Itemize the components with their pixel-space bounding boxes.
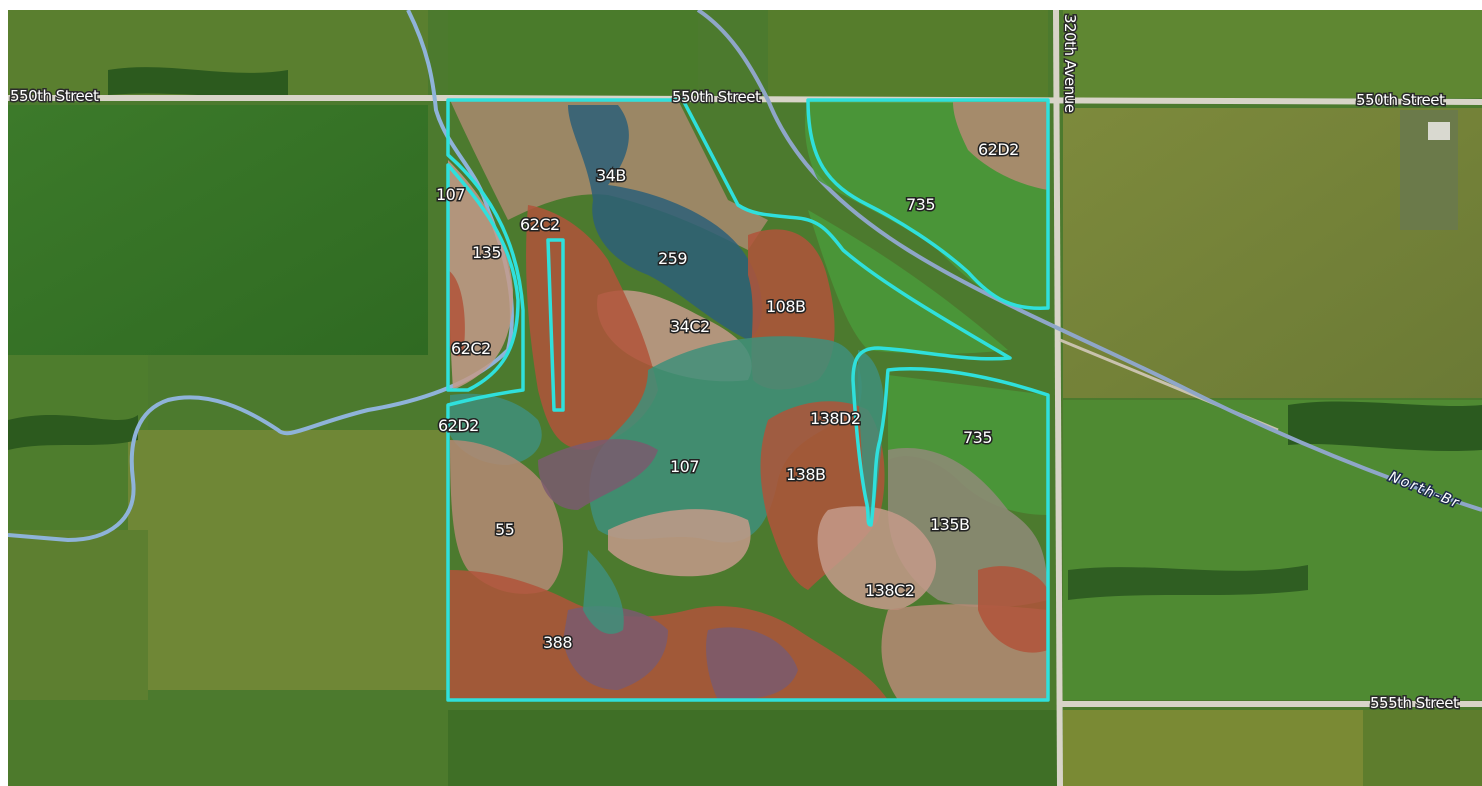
river-west	[8, 10, 514, 543]
soil-se-rust	[978, 566, 1048, 653]
field-north-east	[768, 10, 1048, 100]
soil-label-108b: 108B	[766, 297, 806, 316]
field-ne	[1063, 10, 1482, 98]
soil-138d2-strip	[858, 350, 885, 522]
soil-label-107-a: 107	[436, 185, 465, 204]
soil-62c2-b-core	[448, 270, 465, 357]
ne-parcel-outline[interactable]	[806, 98, 1050, 310]
field-north	[448, 10, 698, 100]
soil-purple-south-2	[706, 627, 798, 700]
tree-line-east	[1288, 401, 1482, 452]
soil-map-units	[448, 100, 1048, 700]
aerial-background	[8, 10, 1482, 786]
soil-label-735-b: 735	[963, 428, 992, 447]
field-se	[1063, 710, 1363, 786]
soil-tan-mid	[608, 509, 751, 577]
soil-55	[450, 440, 563, 594]
tree-line-north	[108, 67, 288, 97]
field-south-west	[8, 700, 448, 786]
soil-label-62d2-b: 62D2	[978, 140, 1019, 159]
soil-label-138b: 138B	[786, 465, 826, 484]
soil-purple-south	[563, 606, 668, 690]
soil-label-34c2: 34C2	[670, 317, 710, 336]
river-north-branch	[696, 10, 1482, 512]
soil-teal-strip	[583, 550, 624, 634]
waterways	[8, 10, 1482, 543]
parcel-boundary	[446, 98, 1050, 702]
soil-label-62c2-a: 62C2	[520, 215, 560, 234]
soil-62d2-b	[953, 102, 1048, 190]
soil-label-259: 259	[658, 249, 687, 268]
road-320th-avenue	[1053, 10, 1063, 786]
tree-line-west	[8, 415, 138, 450]
soil-green-ne	[808, 210, 1008, 354]
soil-label-138d2: 138D2	[810, 409, 861, 428]
soil-labels: 34B 62C2 107 135 62C2 259 108B 34C2 62D2…	[435, 139, 1021, 654]
farm-building	[1428, 122, 1450, 140]
field-se-corner	[1363, 710, 1482, 786]
label-555th-street: 555th Street	[1370, 694, 1459, 712]
soil-107-b	[589, 336, 862, 543]
field-west	[8, 105, 428, 355]
soil-label-138c2: 138C2	[865, 581, 914, 600]
soil-label-735-a: 735	[906, 195, 935, 214]
soil-rust-west	[526, 205, 658, 450]
soil-label-62c2-b: 62C2	[451, 339, 491, 358]
label-550th-street-center: 550th Street	[672, 88, 761, 106]
field-sw	[128, 430, 448, 690]
interior-strip-outline	[546, 238, 565, 412]
soil-138c2	[817, 506, 937, 610]
field-south	[448, 710, 1058, 786]
label-550th-street-left: 550th Street	[10, 87, 99, 105]
road-550th-street	[8, 95, 1482, 105]
soil-label-135b: 135B	[930, 515, 970, 534]
soil-label-388: 388	[543, 633, 572, 652]
main-parcel-outline[interactable]	[446, 98, 1050, 702]
west-strip-outline[interactable]	[446, 163, 520, 392]
soil-label-135: 135	[472, 243, 501, 262]
soil-label-55: 55	[495, 520, 514, 539]
tree-line-east-low	[1068, 565, 1308, 600]
label-550th-street-right: 550th Street	[1356, 91, 1445, 109]
soil-label-34b: 34B	[596, 166, 626, 185]
map-view[interactable]: 550th Street 550th Street 550th Street 5…	[8, 10, 1482, 786]
soil-735-b	[888, 375, 1048, 515]
label-320th-avenue: 320th Avenue	[1061, 14, 1079, 113]
field-east-low	[1063, 400, 1482, 700]
soil-label-107-b: 107	[670, 457, 699, 476]
soil-259	[568, 105, 762, 340]
soil-label-62d2-a: 62D2	[438, 416, 479, 435]
aerial-map[interactable]: 550th Street 550th Street 550th Street 5…	[8, 10, 1482, 786]
soil-purple-1	[538, 439, 658, 510]
